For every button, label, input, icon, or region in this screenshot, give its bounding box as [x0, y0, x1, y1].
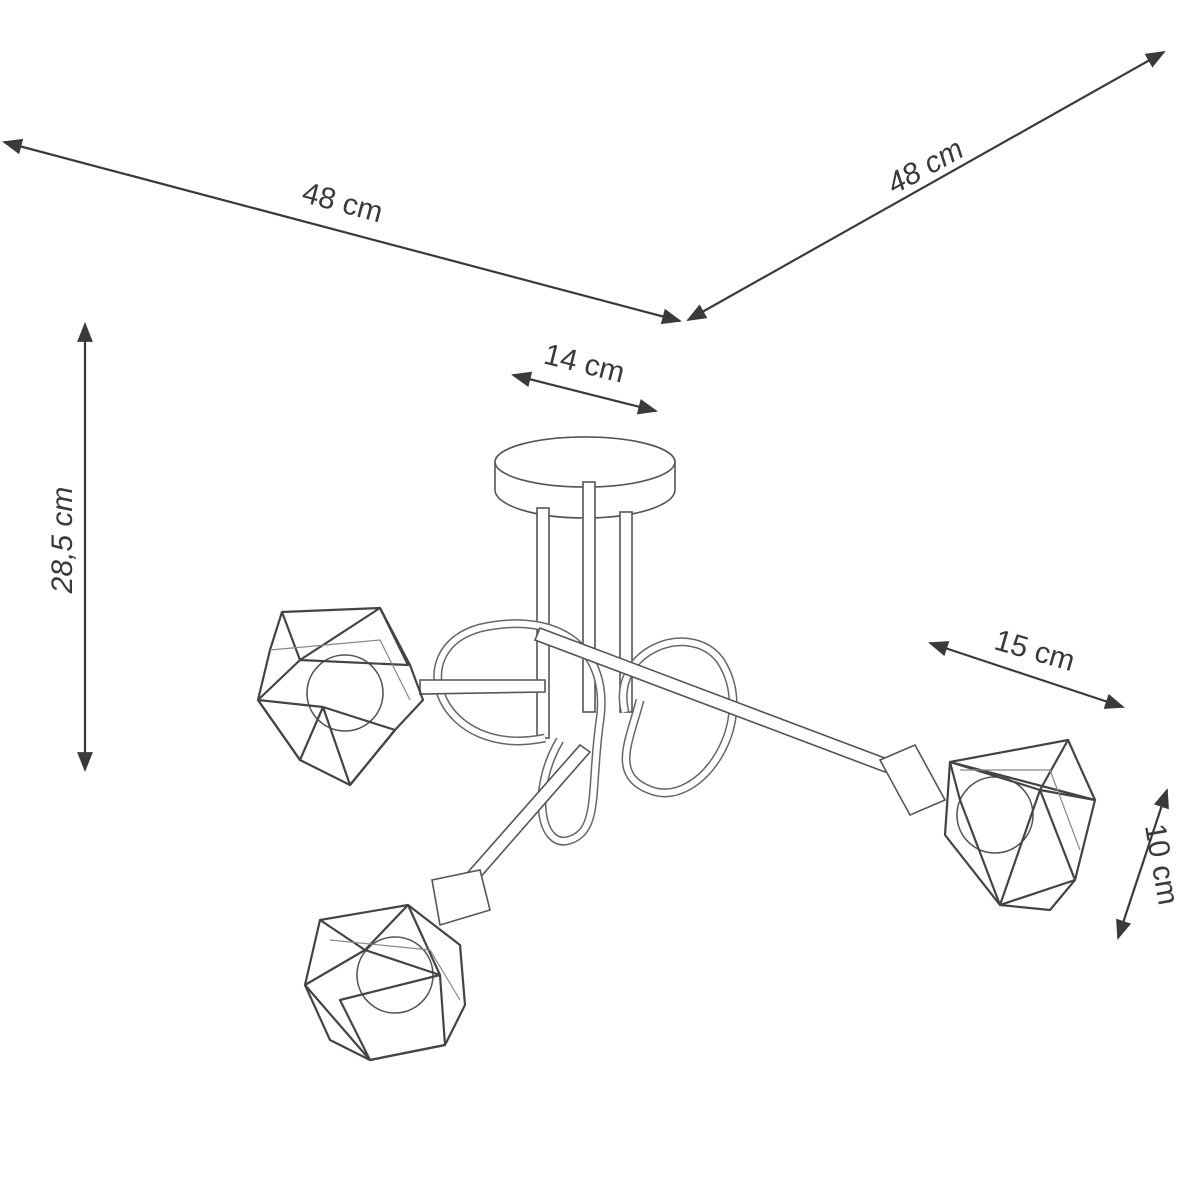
arm-front — [466, 743, 592, 882]
height-label: 28,5 cm — [46, 487, 79, 595]
width-right-label: 48 cm — [882, 132, 969, 200]
shade-width-dimension-arrow — [928, 641, 1125, 709]
width-right-dimension-arrow — [686, 51, 1166, 321]
canopy-label: 14 cm — [541, 338, 628, 390]
canopy-dimension-arrow — [511, 371, 658, 415]
socket — [431, 869, 491, 927]
socket — [878, 743, 947, 817]
arm-left — [419, 679, 546, 695]
arm-right — [533, 626, 892, 774]
width-left-dimension-arrow — [2, 138, 682, 325]
shade-height-dimension-arrow — [1116, 788, 1169, 940]
rod — [582, 481, 596, 713]
shade-width-label: 15 cm — [991, 624, 1079, 678]
shade-height-label: 10 cm — [1138, 821, 1185, 907]
lamp-drawing — [256, 436, 1097, 1062]
cage-right — [943, 738, 1097, 912]
width-left-label: 48 cm — [299, 176, 386, 229]
cage-front — [303, 903, 467, 1062]
cage-left — [256, 606, 425, 787]
